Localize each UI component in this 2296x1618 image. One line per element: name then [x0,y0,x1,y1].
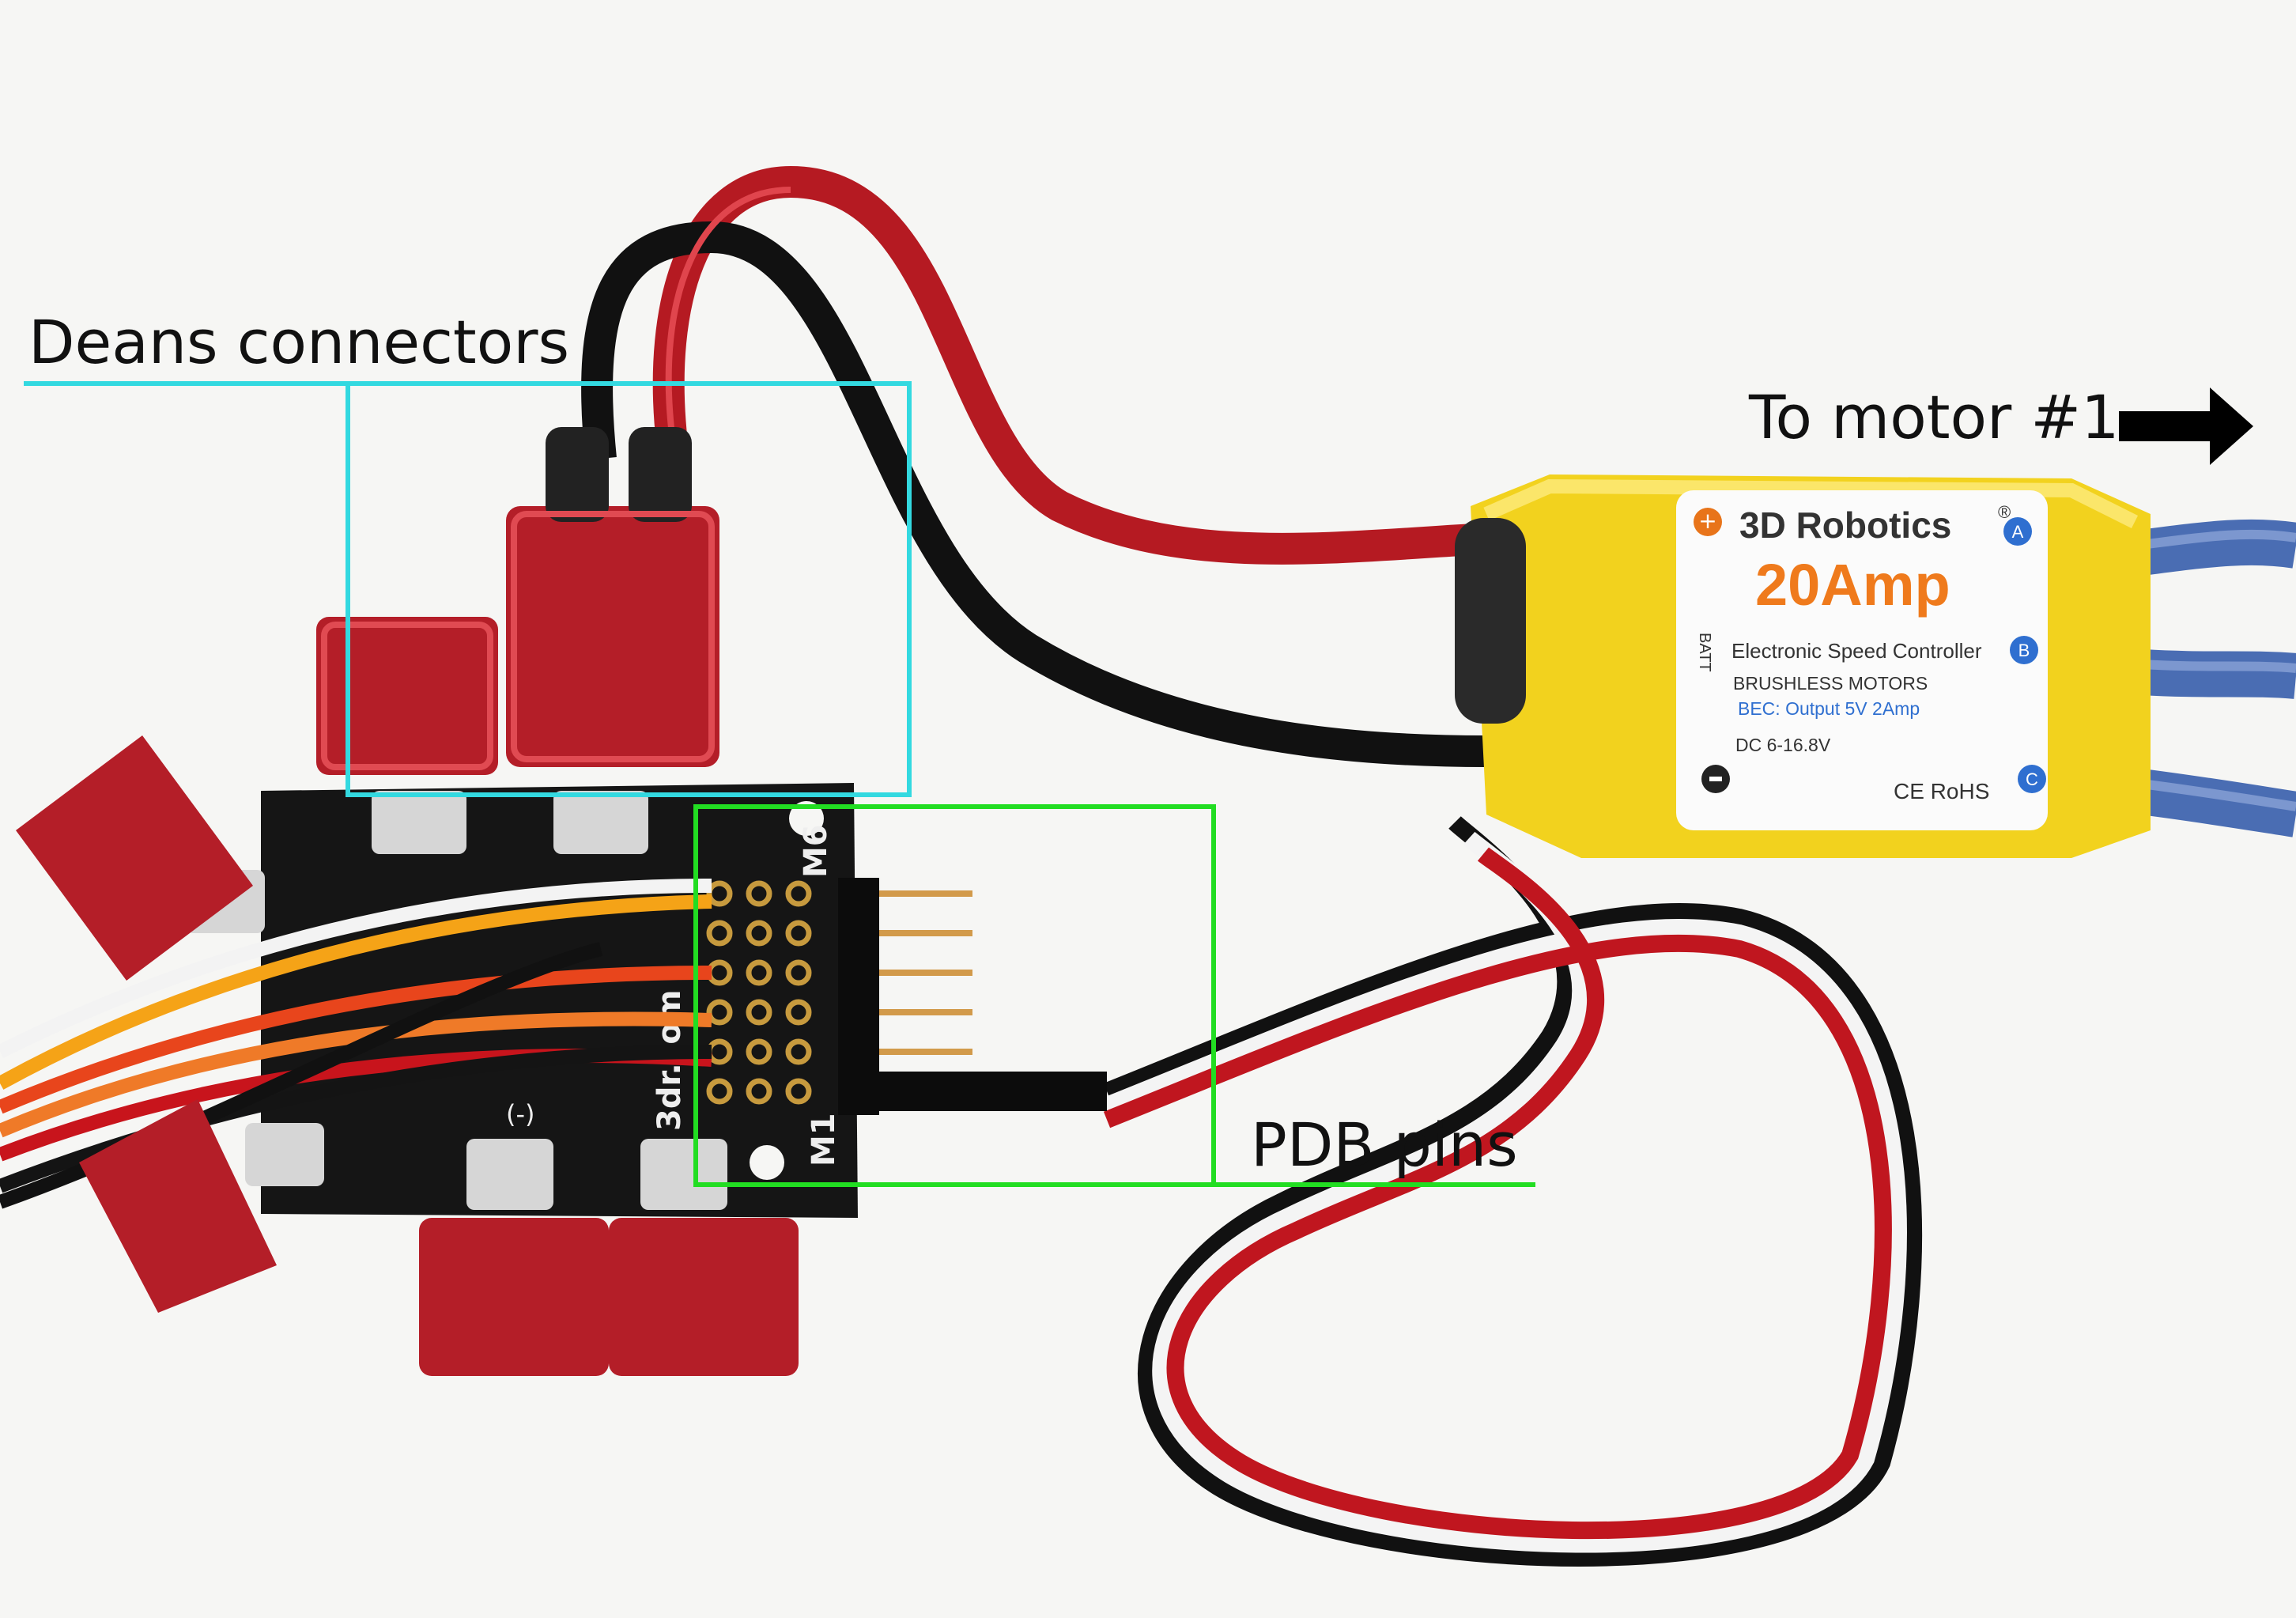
callouts [24,381,1535,1187]
pin-header [838,878,879,1115]
esc: + 3D Robotics ® A 20Amp Electronic Speed… [1455,474,2151,858]
esc-cert: CE RoHS [1894,779,1989,803]
board-label-minus: (-) [506,1099,535,1129]
pad-a-label: A [2012,522,2024,542]
pin-pads [706,880,812,1105]
pad-a-icon [2003,517,2032,546]
pad-b-icon [2010,636,2038,664]
esc-line3: BEC: Output 5V 2Amp [1738,698,1920,719]
esc-capacitor [1455,518,1526,724]
signal-wire-bundle [0,879,712,1209]
deans-connectors [16,427,799,1376]
esc-line1: Electronic Speed Controller [1731,639,1982,663]
board-label-m1: M1 [806,1113,842,1166]
deans-callout-box [346,381,912,797]
esc-brand: 3D Robotics [1739,505,1951,546]
plus-glyph: + [1698,508,1716,534]
motor-wires [2132,519,2296,837]
deans-highlights [321,511,715,770]
plus-pad-icon [1694,508,1722,536]
deans-label: Deans connectors [28,307,570,377]
arrow-right-icon [2119,387,2253,465]
board-hole-bottom [750,1145,784,1180]
esc-rating: 20Amp [1755,552,1950,618]
servo-plug [878,1072,1107,1111]
header-pins [879,890,972,1055]
pad-c-icon [2018,765,2046,793]
esc-batt: BATT [1696,633,1713,672]
solder-pads [186,791,727,1210]
esc-line4: DC 6-16.8V [1735,735,1831,755]
pdb-label: PDB pins [1251,1110,1518,1180]
board-label-m6: M6 [798,824,834,878]
board-hole-top [789,801,824,836]
esc-line2: BRUSHLESS MOTORS [1733,673,1928,694]
pad-b-label: B [2018,641,2030,660]
esc-registered: ® [1998,502,2011,522]
servo-cable [1103,815,1922,1567]
esc-label-sticker [1676,490,2048,830]
pad-c-label: C [2026,769,2038,789]
pdb-callout-box [693,804,1216,1187]
motor-label: To motor #1 [1749,382,2120,452]
minus-glyph [1709,777,1722,781]
